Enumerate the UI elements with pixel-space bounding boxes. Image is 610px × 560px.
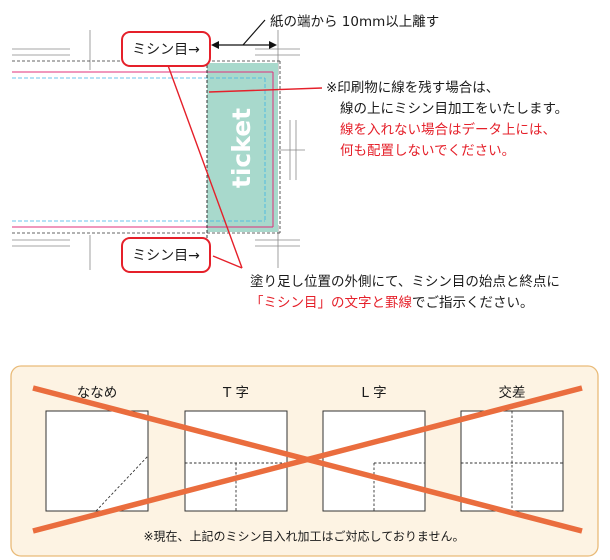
perforation-label-bottom-box [121, 237, 211, 273]
paper-edge-lines [12, 60, 281, 234]
instruction-highlight: 「ミシン目」の文字と罫線 [250, 295, 412, 311]
perforation-instruction: 塗り足し位置の外側にて、ミシン目の始点と終点に 「ミシン目」の文字と罫線でご指示… [250, 272, 560, 314]
instruction-line-1: 塗り足し位置の外側にて、ミシン目の始点と終点に [250, 274, 560, 290]
print-note-line-1: ※印刷物に線を残す場合は、 [326, 80, 500, 96]
print-note-line-3: 線を入れない場合はデータ上には、 [340, 122, 556, 138]
edge-distance-label: 紙の端から 10mm以上離す [270, 14, 439, 30]
example-t-shape [184, 410, 288, 512]
instruction-tail: でご指示ください。 [412, 295, 534, 311]
print-line-note: ※印刷物に線を残す場合は、 線の上にミシン目加工をいたします。 線を入れない場合… [326, 78, 568, 162]
perforation-label-bottom: ミシン目→ [132, 248, 200, 264]
example-diagonal [45, 410, 149, 512]
distance-arrow [211, 19, 277, 49]
instruction-line-2: 「ミシン目」の文字と罫線でご指示ください。 [250, 293, 560, 314]
trim-lines [12, 71, 274, 228]
example-l-shape [322, 410, 426, 512]
prohibited-x-mark [32, 385, 583, 534]
callout-lines [165, 59, 323, 269]
safe-area-lines [12, 77, 266, 222]
unsupported-footnote: ※現在、上記のミシン目入れ加工はご対応しておりません。 [144, 529, 465, 544]
label-t-shape: T 字 [222, 385, 249, 401]
label-cross: 交差 [499, 384, 526, 401]
print-note-line-4: 何も配置しないでください。 [340, 143, 516, 159]
crop-marks [12, 30, 305, 270]
perforation-label-top: ミシン目→ [132, 42, 200, 58]
label-diagonal: ななめ [77, 385, 118, 401]
example-cross [460, 410, 564, 512]
perforation-label-top-box [121, 31, 211, 67]
ticket-layout: ticket ミシン目→ ミシン目→ 紙の端から 10mm以上離す [12, 14, 439, 273]
ticket-text: ticket [227, 108, 256, 188]
label-l-shape: L 字 [361, 385, 386, 401]
unsupported-panel: ななめ T 字 L 字 交差 ※現在、上記のミシン目入れ加工 [10, 365, 599, 557]
print-note-line-2: 線の上にミシン目加工をいたします。 [340, 101, 569, 117]
